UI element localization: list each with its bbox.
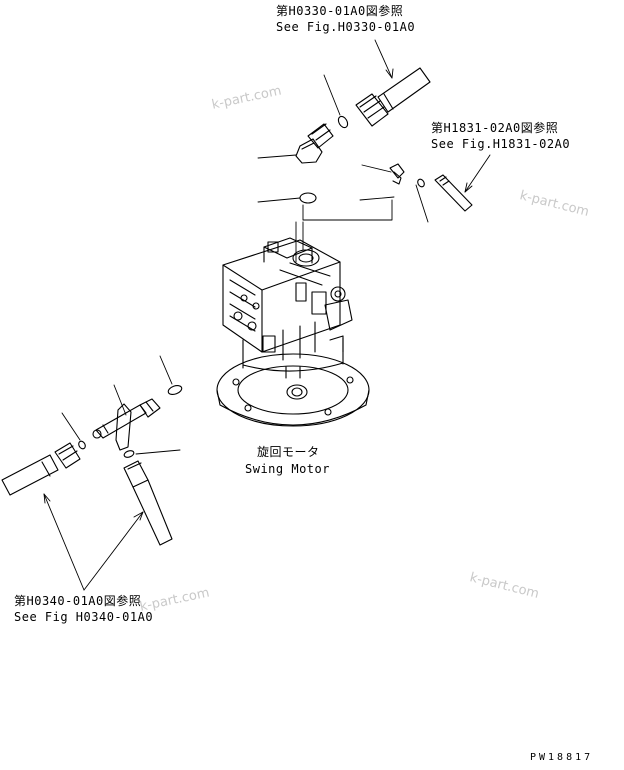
- leader-bracket: [302, 199, 393, 221]
- right-reference-jp: 第H1831-02A0図参照: [431, 121, 559, 135]
- leader-right-ref: [464, 154, 491, 193]
- leader-top-ref: [374, 39, 393, 79]
- top-reference-jp: 第H0330-01A0図参照: [276, 4, 404, 18]
- left-small-o-ring: [78, 440, 86, 450]
- bottom-reference-en: See Fig H0340-01A0: [14, 610, 154, 624]
- swing-motor-label-jp: 旋回モータ: [257, 445, 320, 459]
- leader-elbow: [257, 154, 297, 159]
- leader-right-oring: [415, 184, 429, 223]
- leader-bottom-ref-a: [43, 493, 85, 591]
- leader-tee: [113, 384, 127, 416]
- left-tee-fitting: [92, 398, 161, 451]
- elbow-o-ring: [299, 192, 317, 204]
- leader-right-fitting: [361, 164, 392, 173]
- top-reference-en: See Fig.H0330-01A0: [276, 20, 416, 34]
- drawing-code: PW18817: [530, 752, 594, 763]
- right-fitting-o-ring: [417, 178, 425, 188]
- leader-right-oring2: [359, 196, 395, 201]
- right-small-fitting: [389, 163, 405, 185]
- top-hose: [377, 67, 431, 113]
- top-o-ring: [337, 115, 349, 129]
- left-hose-a: [1, 442, 81, 496]
- bottom-reference-jp: 第H0340-01A0図参照: [14, 594, 142, 608]
- swing-motor: [216, 237, 370, 427]
- right-hose: [434, 174, 473, 212]
- leader-hose-b-oring: [135, 449, 181, 455]
- leader-left-oring: [159, 355, 173, 385]
- elbow-fitting: [295, 123, 334, 164]
- leader-bottom-ref-b: [83, 511, 144, 591]
- right-reference-en: See Fig.H1831-02A0: [431, 137, 571, 151]
- top-hose-nut: [355, 93, 389, 127]
- left-hose-b: [123, 450, 173, 546]
- left-o-ring: [167, 384, 183, 396]
- swing-motor-label-en: Swing Motor: [245, 462, 330, 476]
- leader-top-oring: [323, 74, 341, 116]
- leader-elbow-oring: [257, 197, 301, 203]
- leader-small-oring: [61, 412, 81, 441]
